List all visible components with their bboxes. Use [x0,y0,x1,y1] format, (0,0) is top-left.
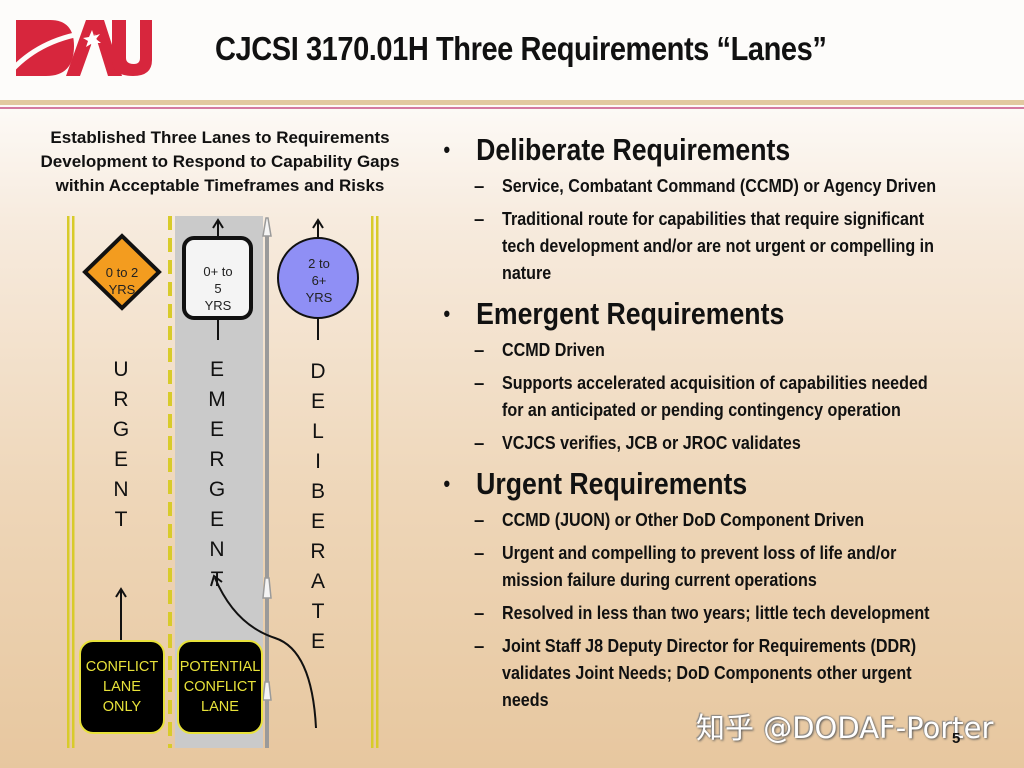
conflict-lane-only-sign: CONFLICT LANE ONLY [79,640,165,734]
page-number: 5 [952,730,961,747]
diagram-caption: Established Three Lanes to Requirements … [40,128,400,195]
bullet-item: –VCJCS verifies, JCB or JROC validates [474,432,801,453]
section-heading-deliberate: •Deliberate Requirements [443,132,791,167]
dau-logo [12,20,152,76]
bullet-item: –Traditional route for capabilities that… [474,208,934,283]
requirements-bullets: •Deliberate Requirements –Service, Comba… [440,124,1020,719]
bullet-item: –Resolved in less than two years; little… [474,602,930,623]
bullet-item: –Service, Combatant Command (CCMD) or Ag… [474,175,937,196]
deliberate-timeframe-label: 2 to 6+ YRS [305,256,333,305]
urgent-timeframe-label: 0 to 2 YRS [105,265,139,297]
bullet-item: –Joint Staff J8 Deputy Director for Requ… [474,635,917,710]
bullet-item: –Urgent and compelling to prevent loss o… [474,542,897,590]
bullet-item: –Supports accelerated acquisition of cap… [474,372,928,420]
header-divider-gold [0,100,1024,105]
header-divider-pink [0,107,1024,109]
slide-title: CJCSI 3170.01H Three Requirements “Lanes… [215,30,827,67]
section-heading-emergent: •Emergent Requirements [443,296,785,331]
urgent-timeframe-sign [82,233,162,311]
bullet-item: –CCMD Driven [474,339,605,360]
slide-header: CJCSI 3170.01H Three Requirements “Lanes… [0,0,1024,100]
potential-conflict-lane-sign: POTENTIAL CONFLICT LANE [177,640,263,734]
bullet-item: –CCMD (JUON) or Other DoD Component Driv… [474,509,865,530]
watermark: 知乎 @DODAF-Porter [696,711,994,745]
emergent-timeframe-label: 0+ to 5 YRS [203,264,233,313]
section-heading-urgent: •Urgent Requirements [443,466,748,501]
